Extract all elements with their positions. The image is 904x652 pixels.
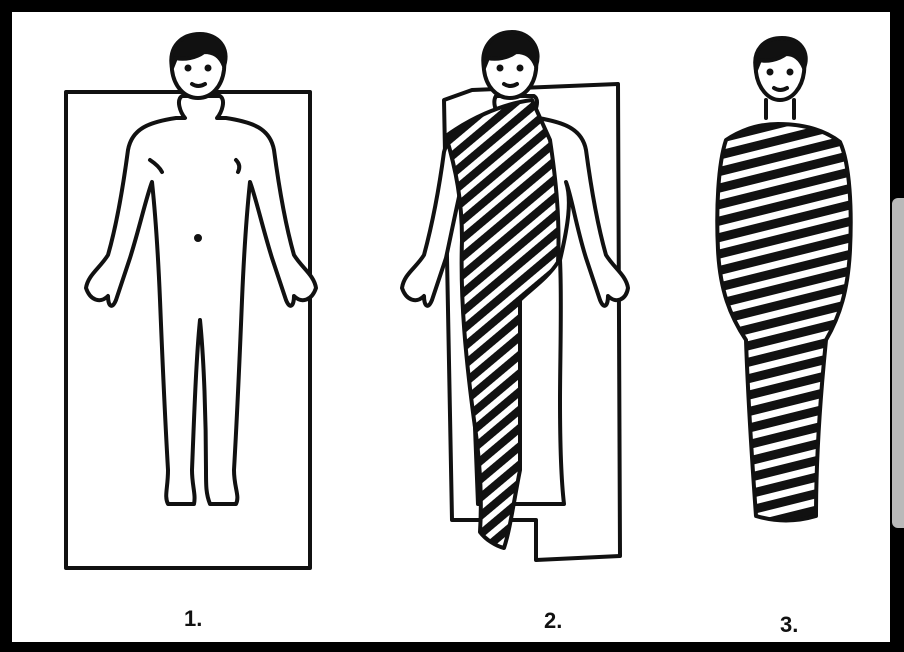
wrapped-body-3: [717, 124, 850, 521]
figure-3-fully-wrapped: [717, 38, 850, 521]
figure-label-2: 2.: [544, 608, 562, 634]
figure-1-unwrapped: [66, 34, 316, 568]
figure-label-3: 3.: [780, 612, 798, 638]
figure-2-half-wrapped: [402, 32, 628, 560]
figure-label-1: 1.: [184, 606, 202, 632]
